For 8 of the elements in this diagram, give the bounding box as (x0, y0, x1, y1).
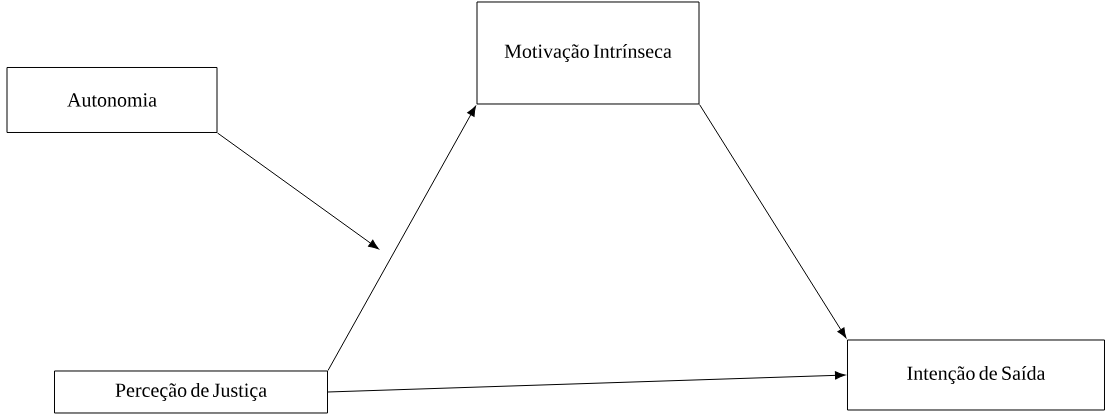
arrow (327, 371, 846, 393)
concept-box: Perceção de Justiça (54, 370, 328, 414)
arrow (327, 105, 476, 371)
concept-box: Intenção de Saída (847, 339, 1105, 411)
arrow (217, 132, 379, 250)
arrow (699, 104, 847, 339)
concept-box: Autonomia (6, 67, 218, 133)
concept-box: Motivação Intrínseca (476, 1, 700, 105)
